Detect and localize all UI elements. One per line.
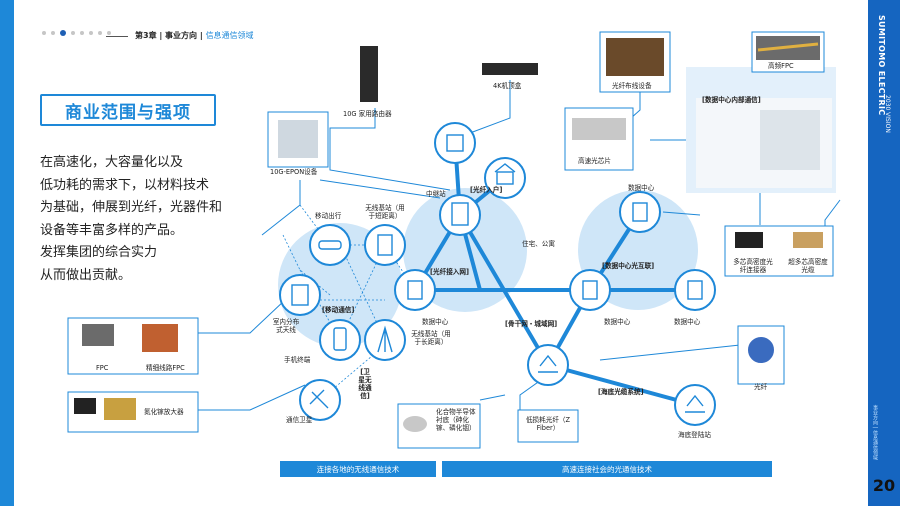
label-dc1: 数据中心 (422, 318, 449, 326)
car-icon (318, 240, 342, 250)
building-icon (446, 134, 464, 152)
house-icon (496, 171, 514, 185)
label-chip: 高速光芯片 (578, 157, 611, 165)
label-phone: 手机终端 (284, 356, 311, 364)
node-landing (674, 384, 716, 426)
label-satellite: 通信卫星 (286, 416, 313, 424)
section-dc-internal: [数据中心内部通信] (702, 96, 761, 104)
zfiber-box (517, 409, 579, 443)
label-stb: 4K机顶盒 (493, 82, 522, 90)
page-title: 商业范围与强项 (65, 102, 191, 123)
section-submarine: [海底光缆系统] (598, 388, 644, 396)
node-relay (439, 194, 481, 236)
landing-station-icon (685, 394, 705, 413)
server-icon (632, 202, 648, 222)
building-icon (451, 202, 469, 226)
label-fpc: FPC (96, 364, 109, 372)
phone-icon (333, 327, 347, 351)
building-icon (291, 284, 309, 306)
label-cable: 超多芯高密度光缆 (788, 258, 828, 274)
label-bs-long: 无线基站（用于长距离） (411, 330, 451, 346)
body-line: 发挥集团的综合实力 (40, 245, 158, 260)
node-bs-short (364, 224, 406, 266)
label-semi: 化合物半导体衬底（砷化镓、磷化铟） (436, 408, 476, 432)
label-fpc-hf: 高频FPC (768, 62, 794, 70)
label-fpc-fine: 精细线路FPC (146, 364, 185, 372)
side-section-label: 事业方向 | 信息通信领域 (872, 405, 878, 460)
node-mobility (309, 224, 351, 266)
node-indoor (279, 274, 321, 316)
chapter-heading: 第3章 | 事业方向 | 信息通信领域 (135, 31, 254, 40)
server-icon (687, 280, 703, 300)
section-fiber-entry: [光纤入户] (470, 186, 503, 194)
antenna-icon (377, 234, 393, 256)
body-line: 低功耗的需求下，以材料技术 (40, 177, 210, 193)
section-backbone: [骨干网・城域网] (505, 320, 558, 328)
label-indoor: 室内分布式天线 (272, 318, 300, 334)
label-dc3: 数据中心 (674, 318, 701, 326)
satellite-icon (309, 389, 329, 409)
label-fiber-wiring: 光纤布线设备 (612, 82, 652, 90)
label-bs-short: 无线基站（用于短距离） (365, 204, 405, 220)
section-dc-interconnect: [数据中心光互联] (602, 262, 655, 270)
right-brand-bar (868, 0, 900, 506)
label-mobility: 移动出行 (315, 212, 342, 220)
header-dash (106, 36, 128, 37)
label-fiber: 光纤 (754, 383, 768, 391)
left-accent-bar (0, 0, 14, 506)
node-phone (319, 319, 361, 361)
node-relay-top (434, 122, 476, 164)
label-zfiber: 低损耗光纤（Z Fiber） (525, 416, 571, 432)
access-zone-circle (403, 188, 527, 312)
server-icon (582, 280, 598, 300)
body-text: 在高速化，大容量化以及 低功耗的需求下，以材料技术 为基础，伸展到光纤，光器件和… (40, 152, 270, 287)
body-line: 从而做出贡献。 (40, 267, 132, 283)
body-line: 为基础，伸展到光纤，光器件和 (40, 200, 223, 215)
footer-wireless: 连接各地的无线通信技术 (280, 461, 436, 477)
footer-optical: 高速连接社会的光通信技术 (442, 461, 772, 477)
label-house: 住宅、公寓 (522, 240, 555, 248)
section-mobile: [移动通信] (322, 306, 355, 314)
page-number: 20 (872, 476, 896, 495)
label-dc2: 数据中心 (604, 318, 631, 326)
tower-icon (377, 325, 393, 353)
node-dc3 (674, 269, 716, 311)
node-dc1 (394, 269, 436, 311)
landing-station-icon (538, 354, 558, 373)
section-access: [光纤接入网] (430, 268, 469, 276)
label-gan: 氮化镓放大器 (144, 408, 184, 416)
label-router: 10G 家用路由器 (343, 110, 392, 118)
node-house (484, 157, 526, 199)
label-mpo: 多芯高密度光纤连接器 (733, 258, 773, 274)
body-line: 在高速化，大容量化以及 (40, 155, 184, 170)
label-relay: 中继站 (426, 190, 446, 198)
body-line: 设备等丰富多样的产品。 (40, 222, 184, 238)
label-epon: 10G-EPON设备 (270, 168, 318, 176)
server-icon (407, 280, 423, 300)
node-landing-left (527, 344, 569, 386)
node-dc2 (569, 269, 611, 311)
page-title-box: 商业范围与强项 (40, 94, 216, 126)
section-sat-link: [卫星无线通信] (358, 368, 372, 400)
label-dc-top: 数据中心 (628, 184, 655, 192)
brand-name: SUMITOMO ELECTRIC (877, 15, 886, 116)
brand-vision: 2030 VISION (884, 95, 891, 133)
node-dc-top (619, 191, 661, 233)
label-landing: 海底登陆站 (678, 431, 711, 439)
progress-dots (42, 30, 111, 36)
